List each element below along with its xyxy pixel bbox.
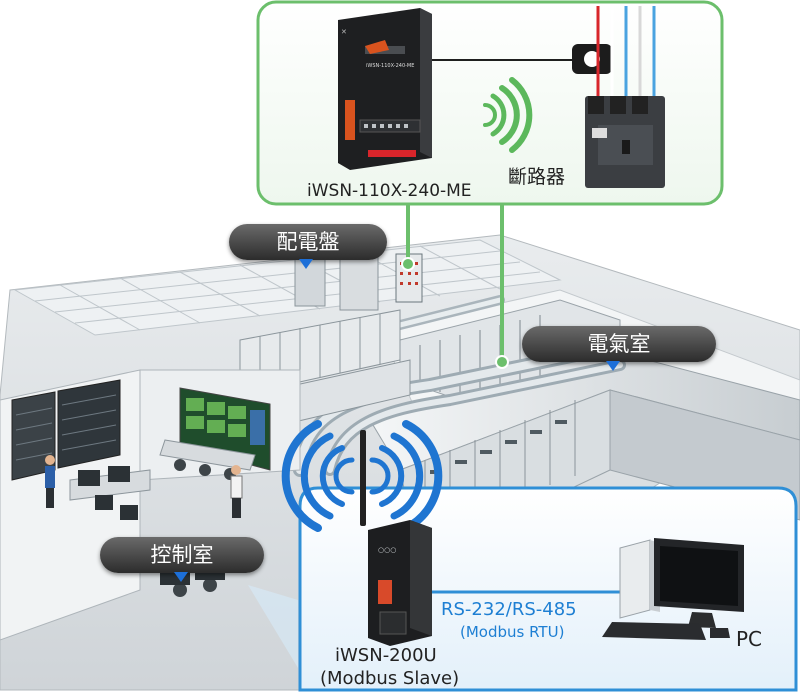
pointer-icon — [299, 259, 313, 269]
callout-distribution-panel-text: 配電盤 — [276, 230, 340, 254]
operators — [45, 455, 243, 518]
pc — [602, 538, 744, 640]
svg-text:✕: ✕ — [341, 28, 347, 36]
gateway-model-label: iWSN-200U — [335, 645, 437, 666]
callout-distribution-panel: 配電盤 — [229, 224, 387, 269]
iwsn-200u-device: ○○○ — [360, 430, 432, 646]
svg-text:○○○: ○○○ — [378, 546, 396, 554]
interface-label: RS-232/RS-485 — [441, 599, 577, 620]
sensor-inset: iWSN-110X-240-ME ✕ — [256, 0, 724, 369]
pointer-icon — [174, 572, 188, 582]
zoom-wedge — [248, 585, 298, 668]
callout-electrical-room-text: 電氣室 — [587, 332, 651, 356]
gateway-role-label: (Modbus Slave) — [320, 668, 459, 689]
power-lines — [596, 6, 656, 100]
iwsn-110x-device: iWSN-110X-240-ME ✕ — [338, 8, 432, 170]
wifi-signal-green — [483, 77, 533, 153]
gateway-inset: ○○○ RS-232/RS-485 (Modbus RTU) PC iWSN-2… — [281, 420, 798, 692]
callout-control-room: 控制室 — [100, 537, 264, 582]
pointer-icon — [606, 361, 620, 371]
sensor-face-text: iWSN-110X-240-ME — [366, 63, 414, 69]
pc-label: PC — [736, 627, 762, 651]
breaker-label: 斷路器 — [508, 166, 565, 188]
server-racks — [11, 379, 121, 481]
sensor-model-label: iWSN-110X-240-ME — [307, 181, 472, 201]
callout-electrical-room: 電氣室 — [522, 326, 716, 371]
current-transformer — [572, 44, 612, 74]
wifi-signal-blue — [281, 420, 443, 532]
circuit-breaker — [585, 96, 665, 188]
callout-control-room-text: 控制室 — [150, 543, 214, 567]
control-room-furniture — [69, 439, 256, 597]
interface-protocol-label: (Modbus RTU) — [460, 623, 564, 641]
